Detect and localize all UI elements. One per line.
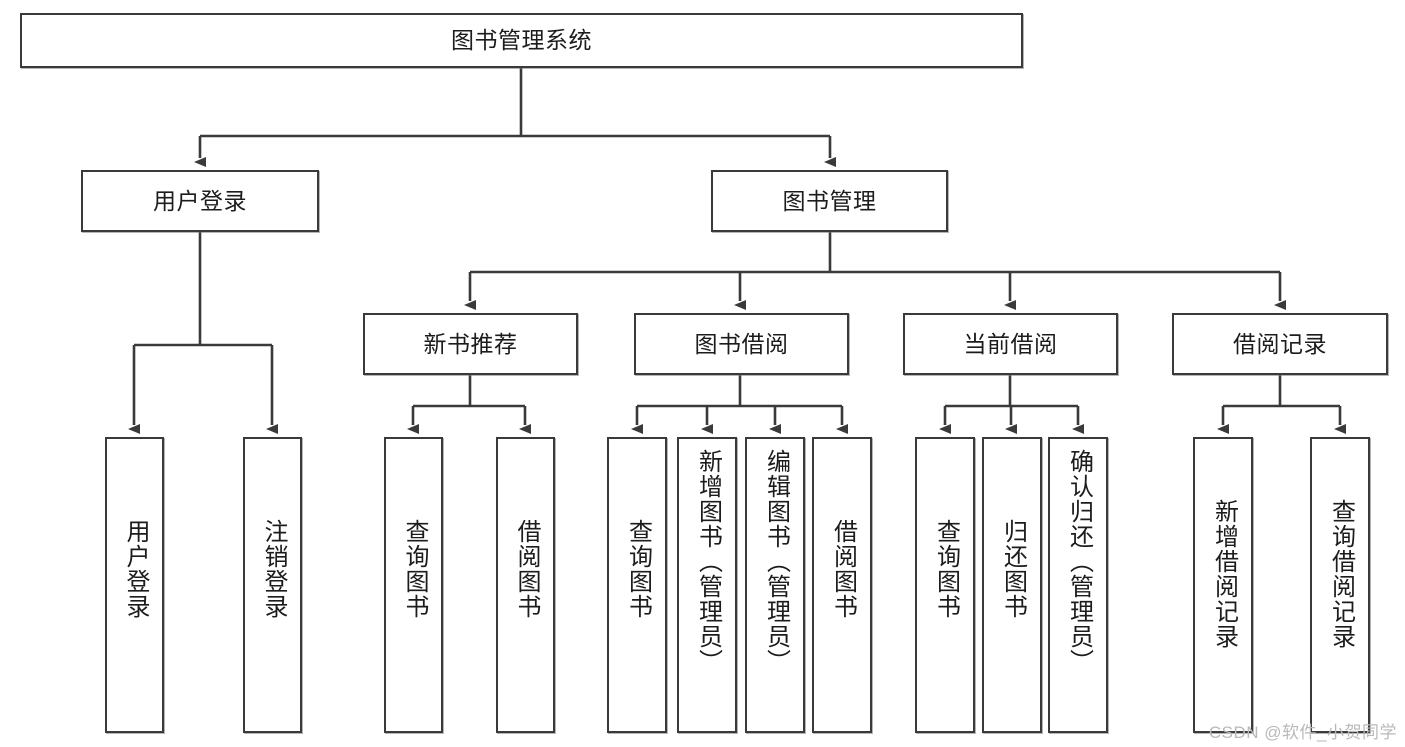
node-label: 图书管理 (782, 187, 877, 214)
node-label: 查询借阅记录 (1327, 499, 1355, 649)
leaf-current-borrow-confirm-return[interactable]: 确认归还（管理员） (1048, 437, 1108, 733)
node-label: 借阅图书 (512, 519, 540, 619)
node-label: 新增借阅记录 (1210, 499, 1238, 649)
node-label: 用户登录 (121, 519, 149, 619)
node-label: 图书借阅 (694, 330, 789, 357)
leaf-book-borrow-borrow[interactable]: 借阅图书 (812, 437, 872, 733)
node-book-management[interactable]: 图书管理 (711, 170, 948, 232)
node-label: 用户登录 (153, 187, 247, 214)
leaf-user-login-logout[interactable]: 注销登录 (243, 437, 302, 733)
node-current-borrow[interactable]: 当前借阅 (903, 313, 1118, 375)
node-new-book-recommend[interactable]: 新书推荐 (363, 313, 578, 375)
leaf-borrow-record-query[interactable]: 查询借阅记录 (1310, 437, 1370, 733)
leaf-book-borrow-edit[interactable]: 编辑图书（管理员） (745, 437, 805, 733)
node-label: 新书推荐 (423, 330, 518, 357)
node-user-login[interactable]: 用户登录 (81, 170, 319, 232)
leaf-current-borrow-return[interactable]: 归还图书 (982, 437, 1042, 733)
leaf-new-book-borrow[interactable]: 借阅图书 (496, 437, 555, 733)
leaf-user-login-login[interactable]: 用户登录 (105, 437, 164, 733)
node-book-borrow[interactable]: 图书借阅 (634, 313, 849, 375)
leaf-book-borrow-add[interactable]: 新增图书（管理员） (677, 437, 737, 733)
node-root-system[interactable]: 图书管理系统 (20, 13, 1023, 68)
watermark-text: CSDN @软件_小贺同学 (1208, 723, 1397, 742)
node-label: 注销登录 (259, 519, 287, 619)
leaf-book-borrow-query[interactable]: 查询图书 (607, 437, 667, 733)
node-label: 确认归还（管理员） (1065, 449, 1093, 674)
node-label: 借阅图书 (829, 519, 857, 619)
leaf-new-book-query[interactable]: 查询图书 (384, 437, 443, 733)
leaf-borrow-record-add[interactable]: 新增借阅记录 (1193, 437, 1253, 733)
node-label: 图书管理系统 (451, 27, 592, 54)
node-label: 归还图书 (999, 519, 1027, 619)
node-label: 新增图书（管理员） (694, 449, 722, 674)
node-label: 借阅记录 (1233, 330, 1327, 357)
node-label: 编辑图书（管理员） (762, 449, 790, 674)
node-borrow-record[interactable]: 借阅记录 (1172, 313, 1388, 375)
node-label: 查询图书 (932, 519, 960, 619)
node-label: 查询图书 (400, 519, 428, 619)
node-label: 查询图书 (624, 519, 652, 619)
node-label: 当前借阅 (963, 330, 1058, 357)
leaf-current-borrow-query[interactable]: 查询图书 (915, 437, 975, 733)
